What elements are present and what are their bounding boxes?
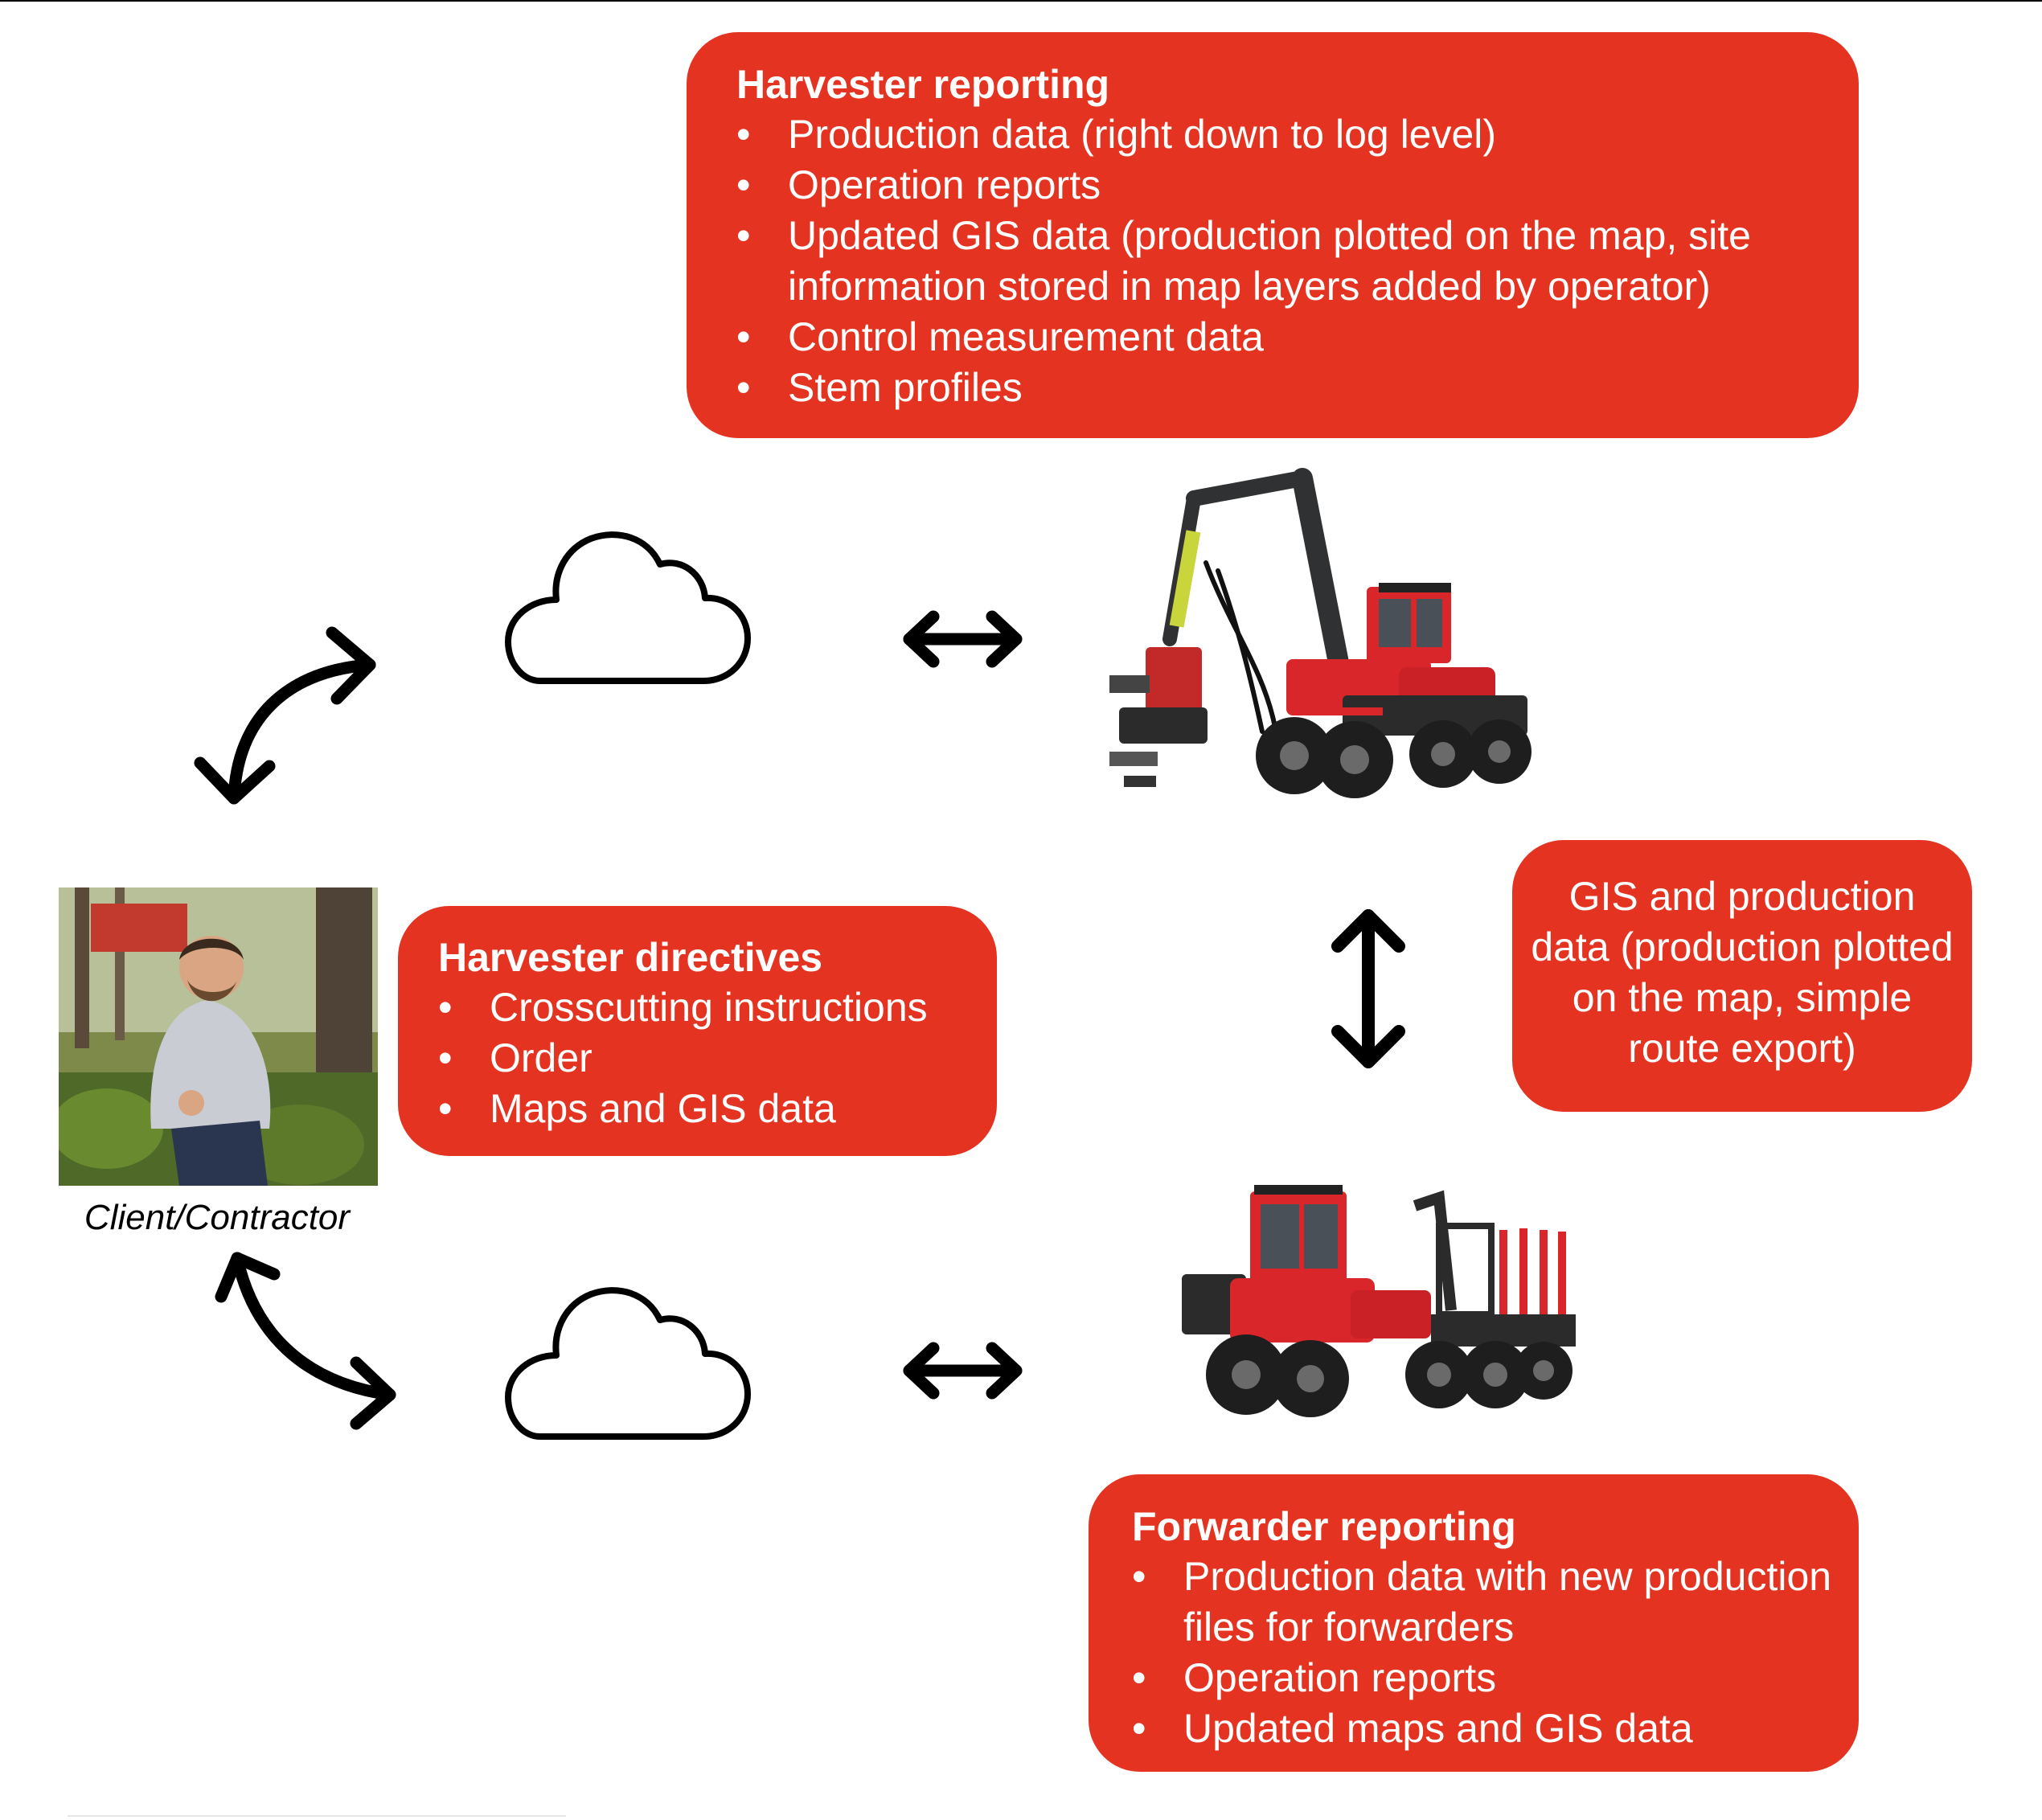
harvester-reporting-title: Harvester reporting bbox=[736, 62, 1110, 107]
list-item: Updated GIS data (production plotted on … bbox=[736, 211, 1819, 312]
top-divider bbox=[0, 0, 2042, 2]
cloud-icon bbox=[505, 1287, 751, 1440]
list-item: Stem profiles bbox=[736, 363, 1819, 413]
list-item: Operation reports bbox=[736, 160, 1819, 211]
harvester-directives-title: Harvester directives bbox=[438, 935, 823, 980]
bottom-divider bbox=[68, 1815, 566, 1817]
list-item: Crosscutting instructions bbox=[438, 982, 973, 1033]
harvester-reporting-list: Production data (right down to log level… bbox=[736, 109, 1819, 413]
client-caption: Client/Contractor bbox=[84, 1198, 351, 1237]
harvester-directives-list: Crosscutting instructions Order Maps and… bbox=[438, 982, 973, 1134]
harvester-directives-box: Harvester directives Crosscutting instru… bbox=[398, 906, 997, 1156]
harvester-reporting-box: Harvester reporting Production data (rig… bbox=[687, 32, 1859, 438]
forwarder-reporting-title: Forwarder reporting bbox=[1132, 1504, 1516, 1549]
list-item: Maps and GIS data bbox=[438, 1084, 973, 1134]
harvester-image bbox=[1109, 468, 1532, 798]
list-item: Order bbox=[438, 1033, 973, 1084]
double-arrow-icon bbox=[903, 1342, 1023, 1400]
person-photo bbox=[59, 887, 378, 1186]
cloud-icon bbox=[505, 531, 751, 684]
client-photo-graphic bbox=[59, 887, 378, 1186]
list-item: Production data with new production file… bbox=[1132, 1552, 1835, 1653]
vertical-double-arrow-icon bbox=[1331, 909, 1405, 1068]
forwarder-reporting-box: Forwarder reporting Production data with… bbox=[1089, 1474, 1859, 1772]
forwarder-image bbox=[1182, 1185, 1576, 1417]
forwarder-reporting-list: Production data with new production file… bbox=[1132, 1552, 1835, 1754]
gis-production-text: GIS and production data (production plot… bbox=[1531, 874, 1954, 1071]
double-arrow-icon bbox=[903, 610, 1023, 668]
list-item: Production data (right down to log level… bbox=[736, 109, 1819, 160]
list-item: Updated maps and GIS data bbox=[1132, 1703, 1835, 1754]
list-item: Control measurement data bbox=[736, 312, 1819, 363]
list-item: Operation reports bbox=[1132, 1653, 1835, 1703]
gis-production-box: GIS and production data (production plot… bbox=[1512, 840, 1972, 1112]
curved-double-arrow-icon bbox=[215, 1252, 396, 1430]
curved-double-arrow-icon bbox=[194, 626, 376, 805]
